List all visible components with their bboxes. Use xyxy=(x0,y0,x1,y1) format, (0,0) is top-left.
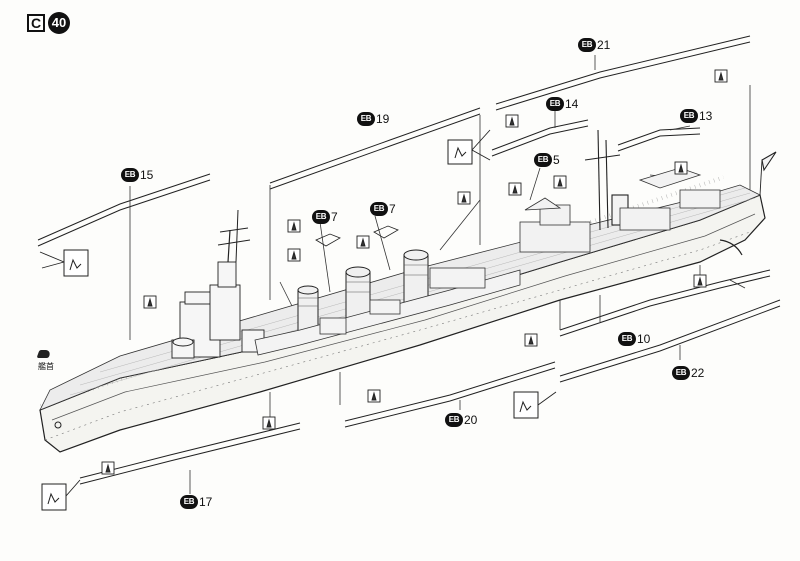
propeller-guard xyxy=(719,239,743,256)
railing-eb14 xyxy=(491,119,589,157)
pointing-hand-icon xyxy=(41,139,539,511)
anchor-icon xyxy=(54,421,62,429)
railing-eb20 xyxy=(344,361,556,428)
glue-bottle-icon xyxy=(101,69,728,475)
part-eb7-sketch xyxy=(315,225,399,247)
detail-pointer-lines xyxy=(39,129,557,497)
railing-eb22 xyxy=(559,299,781,383)
leader-lines xyxy=(129,55,751,494)
railing-eb13 xyxy=(617,127,701,152)
bridge-superstructure xyxy=(171,209,265,359)
railing-eb19 xyxy=(269,107,481,190)
section-letter-box: C xyxy=(27,14,45,32)
bow-label: 艦首 xyxy=(38,362,54,371)
railing-eb10 xyxy=(559,269,771,337)
railing-eb21 xyxy=(495,35,751,111)
step-number-badge: 40 xyxy=(48,12,70,34)
railing-eb15 xyxy=(37,173,211,247)
mid-superstructure xyxy=(254,267,521,356)
